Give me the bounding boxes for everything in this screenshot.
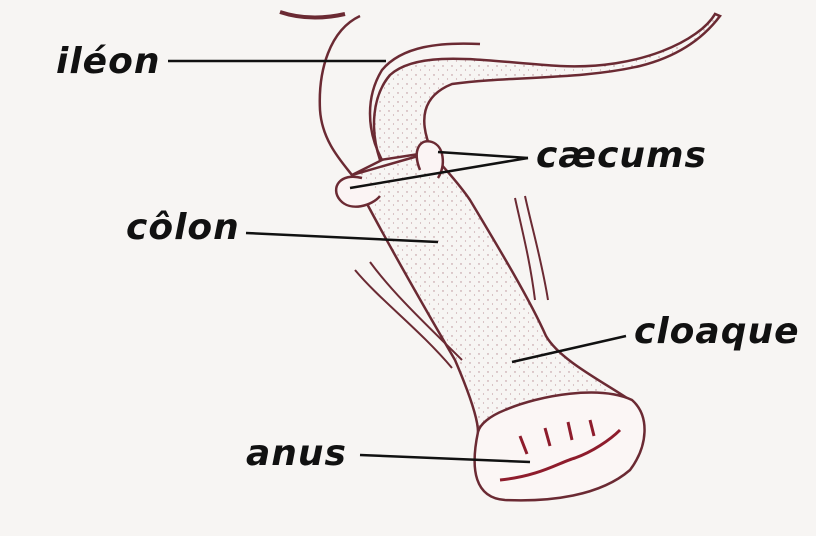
label-caecums: cæcums [536, 138, 707, 174]
leader-caecum-right [438, 152, 528, 158]
label-ileon: iléon [56, 44, 160, 80]
label-cloaque: cloaque [634, 314, 800, 350]
label-colon: côlon [126, 210, 240, 246]
upper-loop-fragment [280, 12, 345, 18]
label-anus: anus [246, 436, 347, 472]
